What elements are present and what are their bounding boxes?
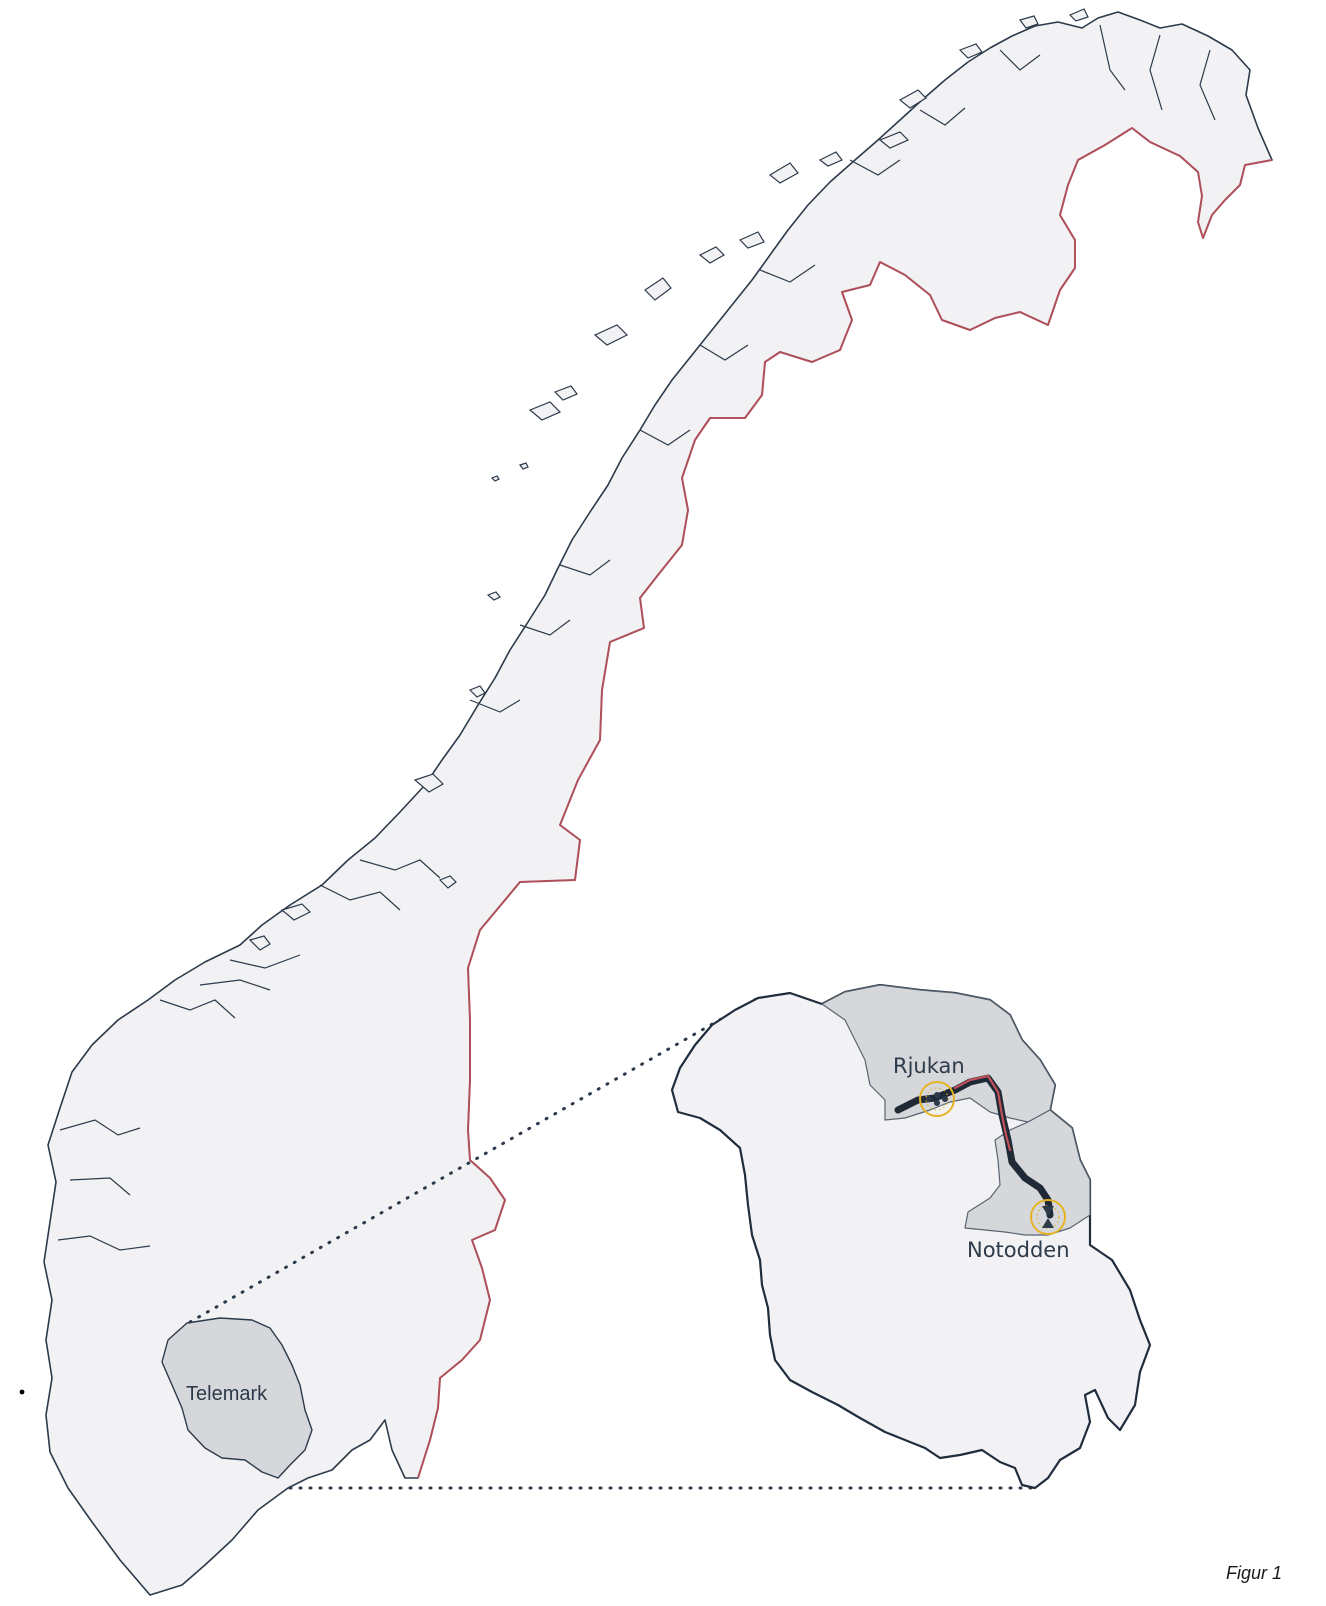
coastal-islands bbox=[19, 8, 1089, 1395]
fjords bbox=[57, 24, 1216, 1251]
telemark-county bbox=[161, 1317, 313, 1479]
connector-line-upper bbox=[188, 996, 760, 1324]
hydro-plant-icon bbox=[1030, 1199, 1066, 1235]
telemark-label: Telemark bbox=[186, 1383, 268, 1405]
notodden-label: Notodden bbox=[967, 1238, 1070, 1262]
figure-caption: Figur 1 bbox=[1225, 1563, 1282, 1583]
route-accent-line bbox=[953, 1074, 1012, 1152]
rjukan-label: Rjukan bbox=[893, 1054, 965, 1078]
national-border bbox=[417, 127, 1273, 1479]
factory-icon bbox=[919, 1081, 955, 1117]
